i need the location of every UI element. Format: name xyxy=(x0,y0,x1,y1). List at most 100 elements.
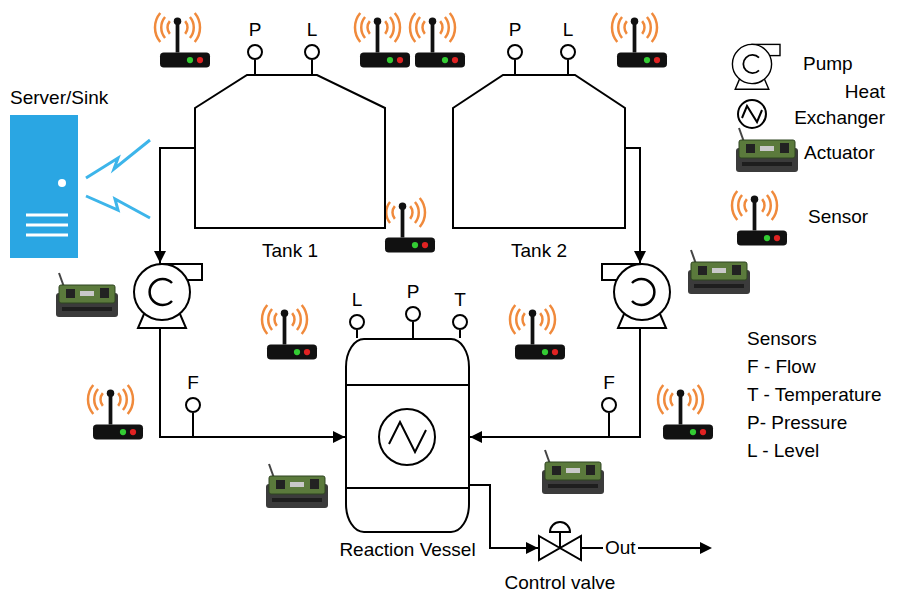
sensor-letter: P xyxy=(407,281,420,303)
wireless-sensor-icon xyxy=(410,13,465,67)
outlet-label: Out xyxy=(603,537,638,559)
node-label: Tank 1 xyxy=(262,240,318,262)
sensor-gauge-outline xyxy=(247,44,263,60)
legend-wireless-sensor-icon xyxy=(732,191,787,245)
sensor-gauge-outline xyxy=(507,44,523,60)
reaction-vessel: Reaction Vessel xyxy=(345,338,470,533)
actuator-board xyxy=(688,250,750,294)
flow-sensor-stem xyxy=(608,413,610,437)
wireless-sensor-icon xyxy=(155,13,210,67)
label-holder: F xyxy=(603,372,615,394)
server-box-outline xyxy=(10,115,78,258)
sensor-stem xyxy=(567,60,569,75)
actuator-board xyxy=(56,273,118,317)
legend-actuator-board xyxy=(736,128,798,172)
legend-holder: Heat Exchanger xyxy=(770,79,885,131)
legend-text: Sensor xyxy=(808,206,868,228)
flow-sensor-stem xyxy=(192,413,194,437)
label-holder: Control valve xyxy=(505,572,616,594)
sensor-letter: L xyxy=(307,19,318,41)
label-holder: P- Pressure xyxy=(747,412,847,434)
sensor-key-text: L - Level xyxy=(747,440,819,462)
label-holder: Tank 1 xyxy=(262,240,318,262)
label-holder: L - Level xyxy=(747,440,819,462)
sensor-key-text: T - Temperature xyxy=(747,384,881,406)
wireless-sensor-icon xyxy=(510,305,565,359)
wireless-bolt xyxy=(86,196,150,218)
legend-holder: Actuator xyxy=(804,142,875,164)
pipe-arrowhead xyxy=(154,251,166,263)
sensor-gauge-outline xyxy=(304,44,320,60)
legend-text: Pump xyxy=(803,53,853,75)
sensor-stem xyxy=(254,60,256,75)
label-holder: P xyxy=(249,19,262,41)
pipe-connector xyxy=(470,485,538,548)
label-holder: L xyxy=(563,19,574,41)
sensor-letter: P xyxy=(509,19,522,41)
sensor-gauge: L xyxy=(349,314,365,330)
label-holder: P xyxy=(407,281,420,303)
control-valve: Control valve xyxy=(538,522,582,564)
outlet-pipe xyxy=(582,547,702,549)
label-holder: F - Flow xyxy=(747,356,816,378)
sensor-letter: F xyxy=(187,372,199,394)
label-holder: Server/Sink xyxy=(10,87,108,109)
node-label: Control valve xyxy=(505,572,616,594)
sensor-stem xyxy=(356,330,358,338)
sensor-gauge-outline xyxy=(405,306,421,322)
sensor-gauge: L xyxy=(304,44,320,60)
label-holder: F xyxy=(187,372,199,394)
legend-text: Actuator xyxy=(804,142,875,164)
pump-symbol xyxy=(134,264,202,328)
wireless-bolt xyxy=(86,140,150,178)
label-holder: T - Temperature xyxy=(747,384,881,406)
control-valve-outline xyxy=(538,522,582,564)
node-label: Tank 2 xyxy=(511,240,567,262)
sensor-key-text: P- Pressure xyxy=(747,412,847,434)
label-holder: Sensors xyxy=(747,328,817,350)
sensor-gauge: P xyxy=(405,306,421,322)
server-box: Server/Sink xyxy=(10,115,78,258)
sensor-gauge-outline xyxy=(349,314,365,330)
storage-tank-outline xyxy=(453,75,625,228)
sensor-gauge: T xyxy=(452,314,468,330)
wireless-sensor-icon xyxy=(612,13,667,67)
sensor-gauge-outline xyxy=(601,397,617,413)
reaction-vessel-outline xyxy=(345,338,470,533)
sensor-gauge: P xyxy=(247,44,263,60)
sensor-gauge-outline xyxy=(452,314,468,330)
sensor-key-text: Sensors xyxy=(747,328,817,350)
sensor-key-text: F - Flow xyxy=(747,356,816,378)
connector-group xyxy=(160,60,640,548)
sensor-gauge-outline xyxy=(185,397,201,413)
label-holder: L xyxy=(307,19,318,41)
sensor-gauge-outline xyxy=(560,44,576,60)
legend-holder: Sensor xyxy=(808,206,868,228)
legend-pump-symbol xyxy=(732,44,780,89)
storage-tank-outline xyxy=(195,75,385,228)
sensor-gauge: P xyxy=(507,44,523,60)
node-label: Server/Sink xyxy=(10,87,108,109)
legend-text: Heat Exchanger xyxy=(770,79,885,131)
sensor-stem xyxy=(412,322,414,338)
sensor-letter: L xyxy=(352,289,363,311)
legend-holder: Pump xyxy=(803,53,853,75)
sensor-stem xyxy=(459,330,461,338)
wireless-sensor-icon xyxy=(262,305,317,359)
outlet-arrowhead xyxy=(700,542,712,554)
wireless-sensor-icon xyxy=(355,13,410,67)
label-holder: L xyxy=(352,289,363,311)
sensor-letter: T xyxy=(454,289,466,311)
storage-tank: Tank 1 xyxy=(195,75,385,228)
actuator-board xyxy=(266,464,328,508)
legend-heat-exchanger-symbol xyxy=(738,100,766,128)
label-holder: Out xyxy=(603,537,638,559)
sensor-stem xyxy=(514,60,516,75)
node-label: Reaction Vessel xyxy=(339,539,475,561)
label-holder: T xyxy=(454,289,466,311)
wireless-sensor-icon xyxy=(658,385,713,439)
wireless-sensor-icon xyxy=(88,385,143,439)
sensor-letter: P xyxy=(249,19,262,41)
pump-symbol xyxy=(602,264,670,328)
